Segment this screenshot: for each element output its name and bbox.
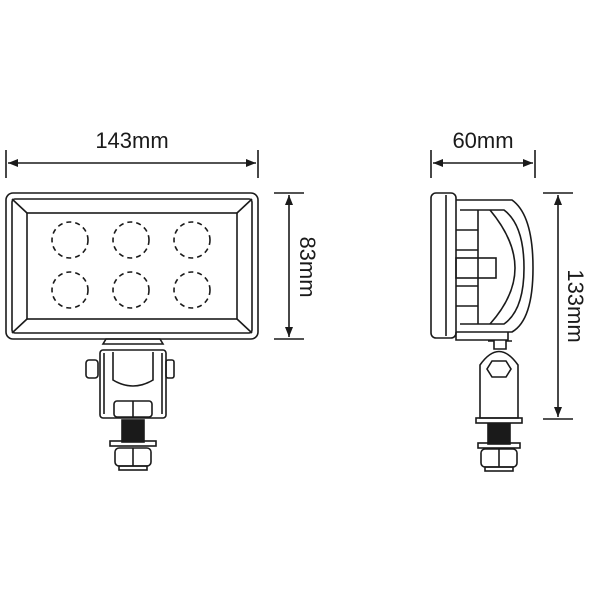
housing-side <box>456 199 534 333</box>
total-height-label: 133mm <box>563 269 588 342</box>
side-view <box>430 150 573 472</box>
led-array <box>51 221 211 309</box>
led-icon <box>173 221 211 259</box>
bezel-side <box>430 192 457 339</box>
led-icon <box>112 221 150 259</box>
width-label: 143mm <box>95 128 168 153</box>
front-view <box>5 150 304 471</box>
depth-dimension <box>430 150 536 178</box>
height-label: 83mm <box>295 236 320 297</box>
width-dimension <box>5 150 259 178</box>
led-icon <box>173 271 211 309</box>
mounting-bracket-front <box>85 338 175 471</box>
led-icon <box>112 271 150 309</box>
height-dimension <box>274 192 304 340</box>
led-icon <box>51 221 89 259</box>
mounting-bracket-side <box>475 340 523 472</box>
depth-label: 60mm <box>452 128 513 153</box>
led-icon <box>51 271 89 309</box>
total-height-dimension <box>543 192 573 420</box>
lamp-housing <box>5 192 259 340</box>
lens-area <box>26 212 238 320</box>
